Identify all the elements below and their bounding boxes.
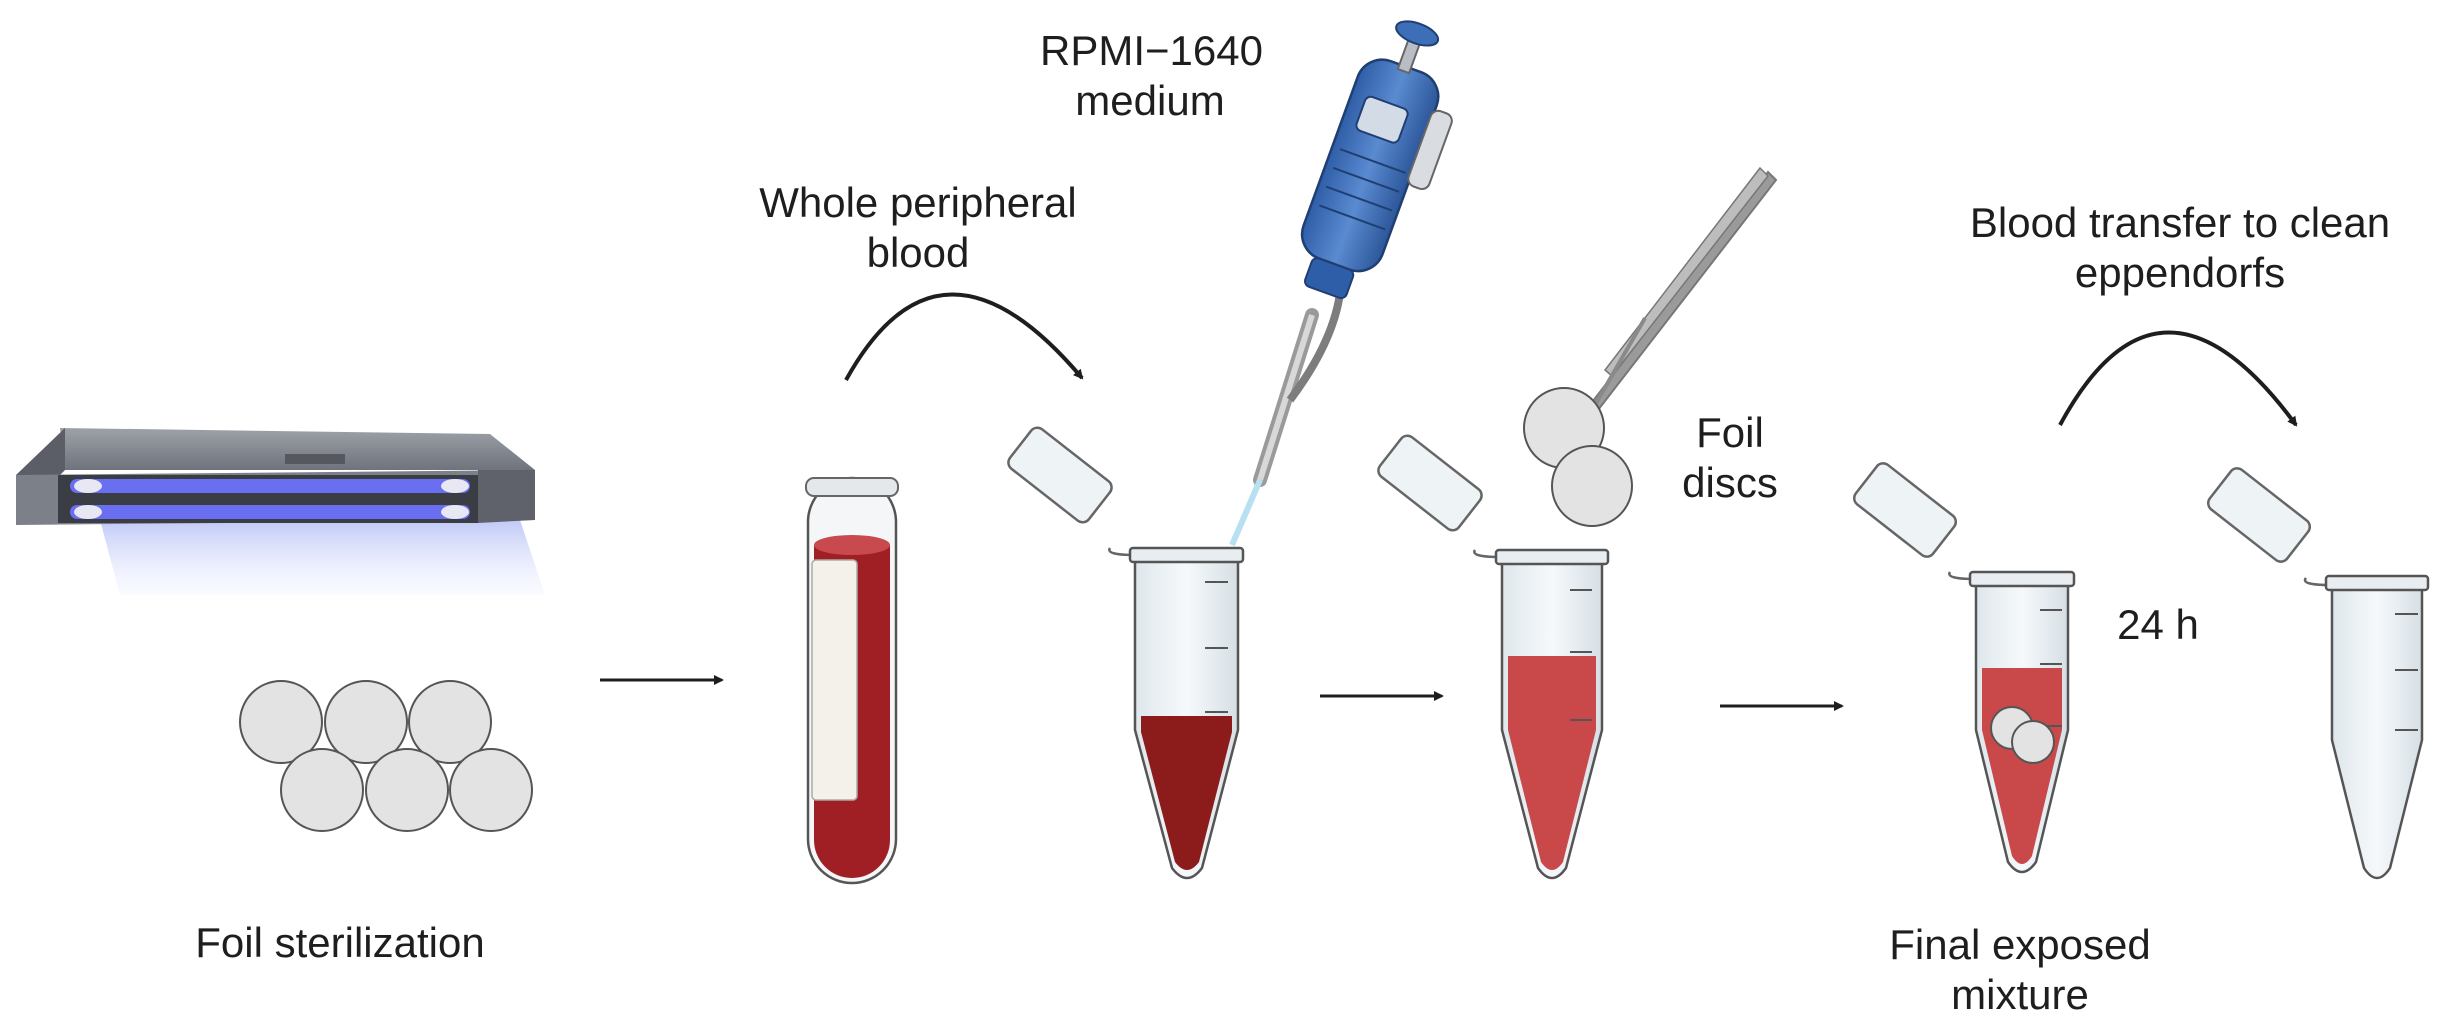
foil-disc-group <box>239 680 533 832</box>
label-blood-transfer: Blood transfer to clean eppendorfs <box>1930 198 2430 298</box>
label-line: Final exposed <box>1889 921 2151 968</box>
eppendorf-tube-icon <box>1852 462 2076 874</box>
uv-lamp-icon <box>16 428 545 595</box>
label-final-mixture: Final exposed mixture <box>1830 920 2210 1020</box>
label-line: blood <box>866 229 970 276</box>
tweezers-icon <box>1588 166 1778 412</box>
blood-tube-icon <box>805 476 899 885</box>
label-line: Blood transfer to clean <box>1969 199 2391 246</box>
curved-arrow-transfer <box>2058 330 2298 427</box>
label-whole-blood: Whole peripheral blood <box>718 178 1118 278</box>
foil-disc-icon <box>408 680 492 764</box>
foil-disc-icon <box>2011 720 2055 764</box>
label-line: eppendorfs <box>2074 249 2286 296</box>
label-incubation-time: 24 h <box>2088 600 2228 650</box>
curved-arrow-blood <box>844 292 1084 381</box>
foil-disc-icon <box>280 748 364 832</box>
label-line: mixture <box>1951 971 2089 1018</box>
label-line: Whole peripheral <box>759 179 1077 226</box>
label-line: discs <box>1682 459 1778 506</box>
eppendorf-tube-icon <box>1377 434 1610 880</box>
foil-disc-icon <box>365 748 449 832</box>
pipette-icon <box>1229 20 1453 547</box>
eppendorf-tube-icon <box>1007 426 1245 880</box>
label-line: Foil <box>1696 409 1764 456</box>
label-foil-discs: Foil discs <box>1660 408 1800 508</box>
foil-disc-icon <box>324 680 408 764</box>
label-line: Foil sterilization <box>195 919 485 966</box>
foil-disc-icon <box>239 680 323 764</box>
foil-disc-icon <box>1551 445 1633 527</box>
label-line: RPMI−1640 <box>1040 27 1263 74</box>
label-foil-sterilization: Foil sterilization <box>120 918 560 968</box>
foil-disc-icon <box>449 748 533 832</box>
label-line: medium <box>1075 77 1225 124</box>
eppendorf-tube-icon <box>2206 467 2430 880</box>
label-rpmi-medium: RPMI−1640 medium <box>1040 26 1263 126</box>
label-line: 24 h <box>2117 601 2199 648</box>
